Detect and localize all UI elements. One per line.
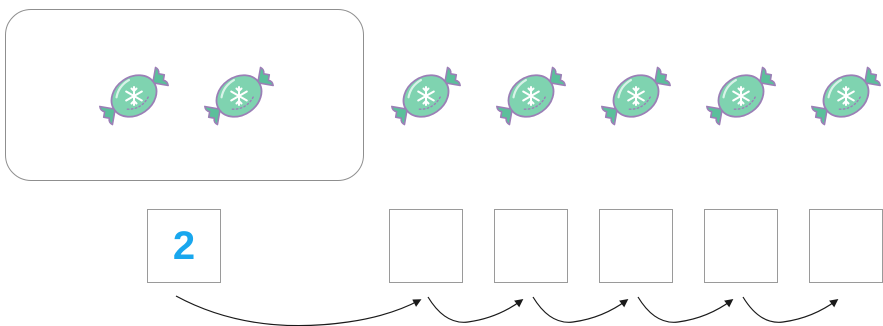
answer-box-1[interactable]: 2 (147, 209, 221, 283)
answer-box-3[interactable] (494, 209, 568, 283)
answer-box-6[interactable] (809, 209, 883, 283)
arrow-count-step-4 (742, 296, 839, 323)
answer-box-4[interactable] (599, 209, 673, 283)
arrow-to-next-count (175, 295, 422, 326)
arrow-count-step-3 (637, 296, 734, 323)
arrow-count-step-2 (532, 296, 629, 323)
answer-box-5[interactable] (704, 209, 778, 283)
arrow-count-step-1 (427, 296, 524, 323)
answer-box-2[interactable] (389, 209, 463, 283)
candy-group-frame (5, 9, 364, 181)
